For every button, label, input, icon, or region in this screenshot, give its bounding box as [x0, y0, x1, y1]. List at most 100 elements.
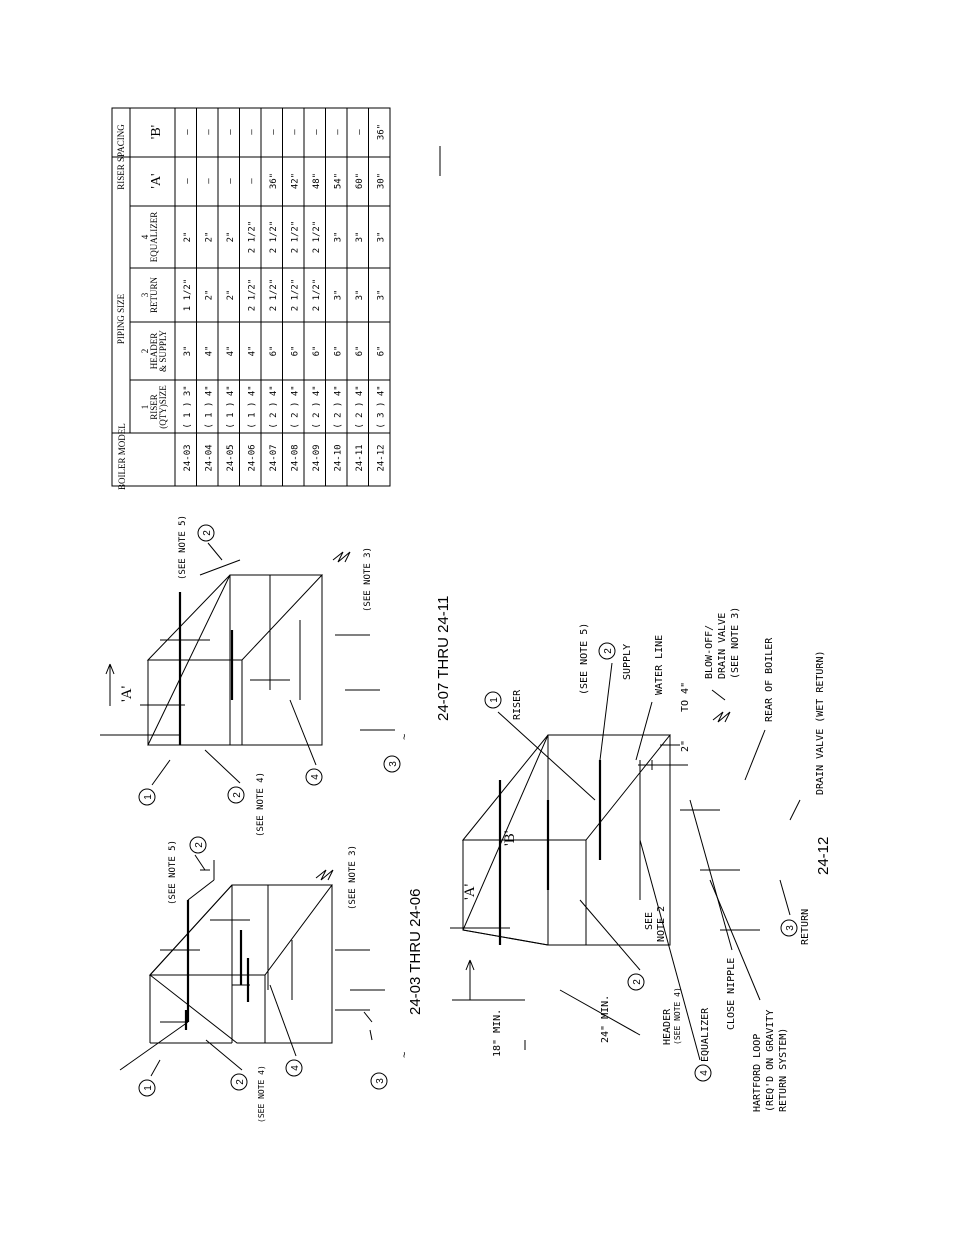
callout-2-lower: 2	[227, 786, 245, 804]
table-cell-eq: 2 1/2"	[247, 221, 257, 254]
callout-equalizer: 4 EQUALIZER	[694, 1007, 712, 1082]
table-cell-b: 36"	[376, 124, 386, 140]
table-cell-b: —	[269, 129, 279, 135]
d2-dim-a: 'A'	[119, 685, 135, 702]
table-cell-riser: ( 1 ) 4"	[247, 385, 257, 428]
table-cell-header: 6"	[376, 346, 386, 357]
diagram-24-03-thru-24-06: 1 2 3 4 2 (SEE NOTE 5) (SEE NOTE 3) (SEE…	[119, 836, 424, 1123]
table-cell-ret: 2 1/2"	[247, 279, 257, 312]
d3-rear-of-boiler: REAR OF BOILER	[764, 637, 775, 722]
svg-text:4: 4	[310, 774, 321, 780]
table-cell-a: —	[183, 178, 193, 184]
svg-text:~: ~	[399, 1052, 411, 1058]
svg-text:HEADER: HEADER	[662, 1008, 673, 1045]
table-cell-ret: 3"	[333, 290, 343, 301]
svg-text:~: ~	[399, 734, 411, 740]
svg-text:1: 1	[489, 697, 500, 703]
svg-text:3: 3	[375, 1078, 386, 1084]
header-model: BOILER MODEL	[117, 423, 127, 490]
table-cell-model: 24-03	[183, 444, 193, 471]
d2-see-note-5: (SEE NOTE 5)	[178, 515, 188, 580]
d3-hartford-1: HARTFORD LOOP	[752, 1034, 763, 1112]
d3-blowoff-1: BLOW-OFF/	[704, 625, 715, 679]
d3-blowoff-3: (SEE NOTE 3)	[730, 607, 741, 679]
table-cell-a: 60"	[355, 173, 365, 189]
d3-hartford-2: (REQ'D ON GRAVITY	[765, 1010, 776, 1112]
svg-text:2: 2	[632, 979, 643, 985]
table-cell-b: —	[290, 129, 300, 135]
table-cell-model: 24-12	[376, 444, 386, 471]
table-cell-ret: 3"	[355, 290, 365, 301]
table-col-header-spacing: 'B'	[149, 125, 164, 139]
callout-return: 3 RETURN	[780, 909, 811, 945]
table-cell-eq: 3"	[355, 232, 365, 243]
callout-header: 2 HEADER (SEE NOTE 4)	[627, 973, 682, 1045]
table-cell-a: 54"	[333, 173, 343, 189]
table-col-header-spacing: 'A'	[149, 173, 164, 188]
d3-dim-a: 'A'	[462, 883, 478, 900]
table-cell-b: —	[312, 129, 322, 135]
svg-text:4: 4	[290, 1065, 301, 1071]
svg-text:2: 2	[202, 530, 213, 536]
table-cell-header: 6"	[312, 346, 322, 357]
table-col-header: 2	[140, 349, 150, 354]
callout-2-upper: 2	[197, 524, 215, 542]
table-col-header: RISER	[149, 394, 159, 420]
d1-title: 24-03 THRU 24-06	[407, 889, 424, 1015]
svg-text:1: 1	[143, 1085, 154, 1091]
table-cell-b: —	[247, 129, 257, 135]
table-cell-ret: 2"	[204, 290, 214, 301]
table-cell-eq: 2"	[183, 232, 193, 243]
d3-dim-2: 2"	[680, 740, 691, 752]
table-cell-b: —	[204, 129, 214, 135]
table-col-header: HEADER	[149, 333, 159, 370]
table-cell-eq: 2 1/2"	[269, 221, 279, 254]
callout-2-lower: 2	[230, 1073, 248, 1091]
table-cell-a: —	[247, 178, 257, 184]
table-cell-header: 3"	[183, 346, 193, 357]
table-cell-eq: 2 1/2"	[290, 221, 300, 254]
table-cell-model: 24-09	[312, 444, 322, 471]
callout-1: 1	[138, 1079, 156, 1097]
table-cell-header: 6"	[290, 346, 300, 357]
table-cell-ret: 1 1/2"	[183, 279, 193, 312]
table-cell-b: —	[183, 129, 193, 135]
d3-see-note-5: (SEE NOTE 5)	[579, 623, 590, 695]
table-cell-riser: ( 2 ) 4"	[312, 385, 322, 428]
callout-1: 1	[138, 788, 156, 806]
d1-see-note-3: (SEE NOTE 3)	[348, 845, 358, 910]
table-cell-model: 24-06	[247, 444, 257, 471]
table-cell-riser: ( 1 ) 3"	[183, 385, 193, 428]
table-cell-riser: ( 2 ) 4"	[333, 385, 343, 428]
table-cell-eq: 2"	[204, 232, 214, 243]
table-cell-model: 24-08	[290, 444, 300, 471]
d3-drain-wet-return: DRAIN VALVE (WET RETURN)	[815, 651, 826, 796]
d3-dim-24: 24" MIN.	[600, 995, 611, 1043]
d1-see-note-5: (SEE NOTE 5)	[168, 840, 178, 905]
table-cell-a: 30"	[376, 173, 386, 189]
table-cell-header: 4"	[247, 346, 257, 357]
table-cell-header: 6"	[269, 346, 279, 357]
svg-text:2: 2	[603, 648, 614, 654]
diagram-24-12: 18" MIN. 24" MIN. 'A' 'B' 2" TO 4" 1 RIS…	[450, 607, 832, 1112]
svg-text:3: 3	[785, 925, 796, 931]
svg-text:RISER: RISER	[512, 689, 523, 720]
svg-text:1: 1	[143, 794, 154, 800]
table-cell-riser: ( 3 ) 4"	[376, 385, 386, 428]
table-cell-a: —	[226, 178, 236, 184]
d1-see-note-4: (SEE NOTE 4)	[257, 1065, 266, 1123]
callout-riser: 1 RISER	[484, 689, 523, 720]
d3-title: 24-12	[815, 837, 832, 875]
svg-text:2: 2	[232, 792, 243, 798]
callout-4: 4	[305, 768, 323, 786]
table-cell-a: —	[204, 178, 214, 184]
d2-see-note-4: (SEE NOTE 4)	[256, 772, 266, 837]
table-col-header: 4	[140, 234, 150, 239]
table-cell-model: 24-10	[333, 444, 343, 471]
callout-4: 4	[285, 1059, 303, 1077]
table-cell-eq: 2"	[226, 232, 236, 243]
table-cell-a: 36"	[269, 173, 279, 189]
callout-3: 3	[383, 755, 401, 773]
d3-dim-b: 'B'	[502, 830, 518, 846]
